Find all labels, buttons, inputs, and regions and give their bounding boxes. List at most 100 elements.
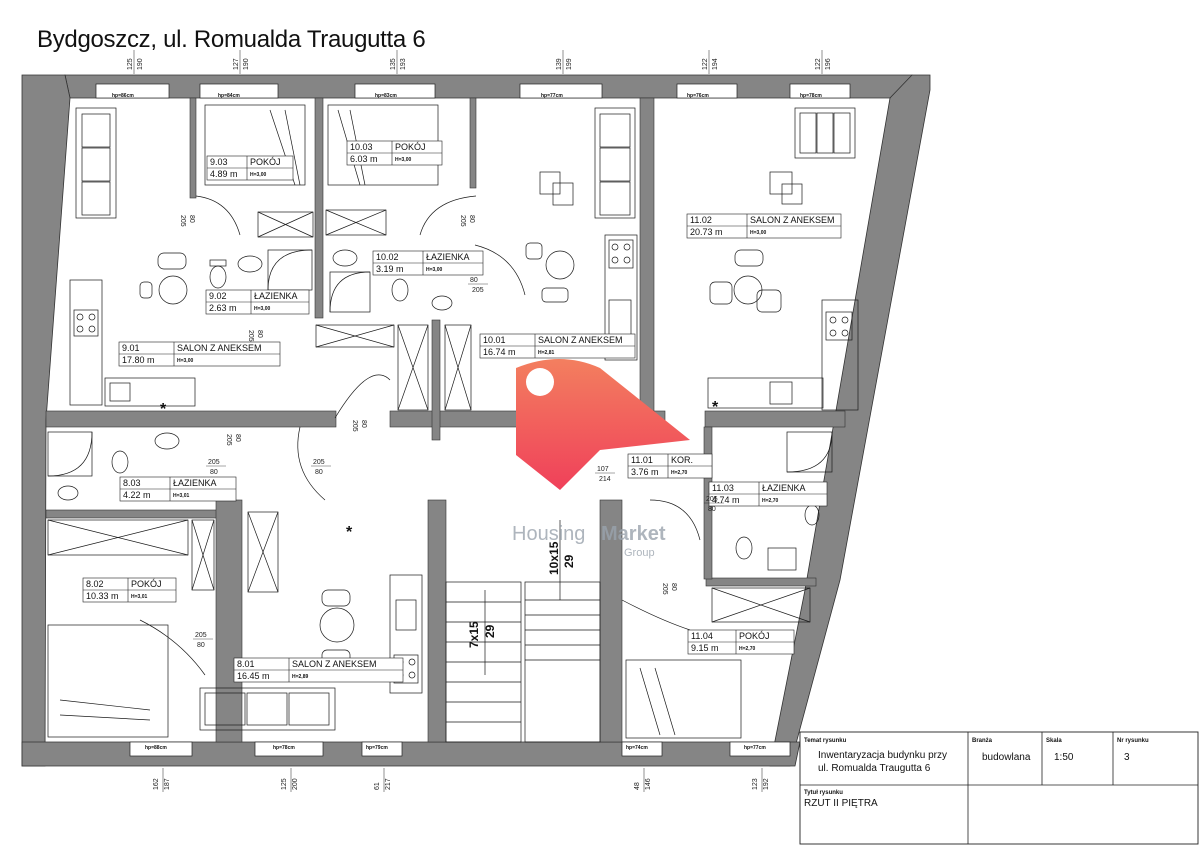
room-number: 8.01 [237,659,255,669]
room-height: H=3,00 [250,172,266,178]
staircase-left [445,581,522,743]
room-number: 10.01 [483,335,506,345]
housing-market-logo: Housing Market Group [512,359,690,559]
svg-text:162: 162 [153,778,160,790]
sofa-10-01 [594,107,636,219]
table-10-01 [545,250,575,280]
svg-text:125: 125 [281,778,288,790]
room-area: 3.76 m [631,467,659,477]
top-windows [95,83,851,99]
svg-text:190: 190 [137,58,144,70]
door-arc-9-01 [195,195,241,236]
wardrobe-10-02 [325,209,387,236]
svg-text:190: 190 [243,58,250,70]
subject-label: Temat rysunku [804,738,847,744]
wall-h-mid-2 [389,410,521,428]
svg-text:205: 205 [179,215,186,227]
room-area: 17.80 m [122,355,155,365]
svg-text:200: 200 [292,778,299,790]
branch-label: Branża [972,738,993,744]
title-block: Temat rysunku Inwentaryzacja budynku prz… [799,731,1199,845]
window-top-4 [519,83,603,99]
svg-text:*: * [346,524,353,541]
room-height: H=2,70 [739,646,755,652]
window-bottom-4 [621,741,663,757]
svg-text:hp=86cm: hp=86cm [112,93,134,99]
svg-text:107: 107 [597,466,609,473]
door-arc-11-04 [621,599,691,631]
room-number: 9.02 [209,291,227,301]
logo-text-housing: Housing [512,523,585,545]
kitchen-9-01 [69,279,103,406]
svg-text:80: 80 [468,215,475,223]
svg-text:205: 205 [351,420,358,432]
room-number: 9.01 [122,343,140,353]
room-height: H=3,01 [173,493,189,499]
room-label-9-01: 9.01 SALON Z ANEKSEM 17.80 m H=3,00 [118,341,281,367]
room-height: H=3,01 [131,594,147,600]
room-area: 4.22 m [123,490,151,500]
room-name: ŁAZIENKA [762,483,806,493]
wardrobe-11-04 [711,587,811,623]
window-bottom-5 [729,741,791,757]
svg-text:135: 135 [390,58,397,70]
number-value: 3 [1124,752,1130,763]
room-height: H=3,00 [426,267,442,273]
window-top-3 [354,83,436,99]
room-name: SALON Z ANEKSEM [538,335,623,345]
svg-text:61: 61 [374,782,381,790]
room-name: ŁAZIENKA [173,478,217,488]
toilet-10-02 [391,278,409,302]
room-name: POKÓJ [131,579,162,589]
wall-v-core-left [427,499,447,743]
sofa-11-02 [794,107,856,159]
svg-text:hp=79cm: hp=79cm [366,745,388,751]
toilet-11-03 [735,536,753,560]
room-height: H=2,89 [292,674,308,680]
window-bottom-1 [129,741,193,757]
room-height: H=3,00 [177,358,193,364]
svg-text:*: * [160,401,167,418]
logo-mark [516,359,690,490]
window-top-5 [676,83,738,99]
room-number: 8.02 [86,579,104,589]
wardrobe-8-02 [47,519,189,556]
svg-text:205: 205 [195,632,207,639]
kitchen-11-02 [821,299,859,411]
wall-h-mid [45,410,337,428]
room-name: POKÓJ [739,631,770,641]
svg-text:214: 214 [599,476,611,483]
svg-text:hp=83cm: hp=83cm [375,93,397,99]
svg-text:80: 80 [708,506,716,513]
logo-text-group: Group [624,547,655,559]
room-name: SALON Z ANEKSEM [177,343,262,353]
door-arc-11 [649,499,701,541]
svg-text:139: 139 [556,58,563,70]
door-arc-8-01b [139,619,206,676]
svg-text:80: 80 [360,420,367,428]
room-area: 6.03 m [350,154,378,164]
window-top-1 [95,83,170,99]
room-height: H=3,00 [395,157,411,163]
svg-text:146: 146 [645,778,652,790]
room-area: 4.89 m [210,169,238,179]
wall-v-6 [215,499,243,743]
